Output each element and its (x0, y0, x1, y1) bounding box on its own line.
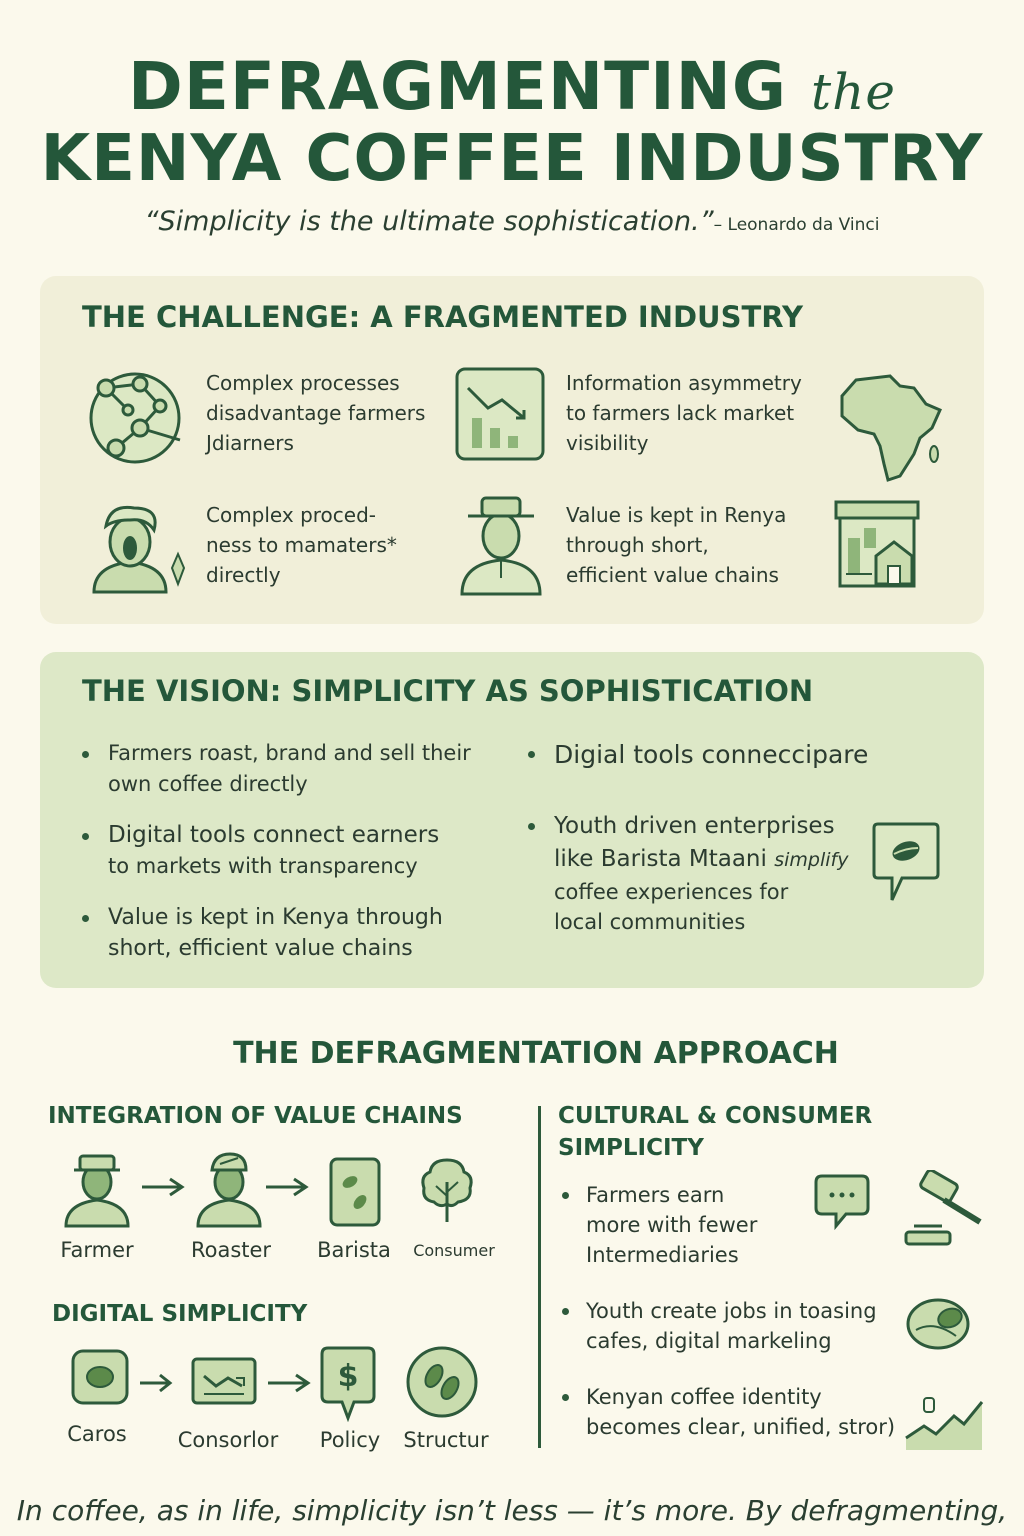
list-item: Digial tools conneccipare (526, 738, 886, 772)
column-divider (538, 1106, 541, 1448)
challenge-item-line: Jdiarners (206, 431, 294, 455)
dollar-chat-icon: $ (320, 1346, 376, 1422)
list-item-line: to markets with transparency (108, 854, 418, 878)
digital-step-label: Policy (319, 1428, 381, 1452)
cultural-title: CULTURAL & CONSUMER SIMPLICITY (558, 1100, 872, 1164)
list-item-line: becomes clear, unified, stror) (586, 1415, 896, 1439)
vision-right-list: Digial tools conneccipare Youth driven e… (526, 738, 886, 937)
chat-bubble-icon (814, 1174, 870, 1230)
challenge-item-line: visibility (566, 431, 649, 455)
list-item: Digital tools connect earners to markets… (80, 820, 500, 882)
list-item: Farmers earn more with fewer Intermediar… (558, 1180, 757, 1270)
challenge-item-line: Complex proced- (206, 503, 377, 527)
challenge-item-line: directly (206, 563, 281, 587)
farmer-icon (64, 1154, 130, 1228)
challenge-item-line: ness to mamaters* (206, 533, 397, 557)
list-item: Farmers roast, brand and sell their own … (80, 738, 500, 800)
quote-author: – Leonardo da Vinci (713, 215, 880, 235)
challenge-item-line: through short, (566, 533, 709, 557)
list-item-line: short, efficient value chains (108, 936, 413, 961)
trend-icon (191, 1357, 257, 1405)
person-icon (92, 505, 186, 594)
challenge-item-line: to farmers lack market (566, 401, 795, 425)
arrow-right-icon (266, 1177, 309, 1197)
footer-text: In coffee, as in life, simplicity isn’t … (16, 1494, 1008, 1527)
network-icon (89, 372, 181, 464)
challenge-item-4: Value is kept in Renya through short, ef… (566, 500, 786, 590)
list-item: Youth create jobs in toasing cafes, digi… (558, 1296, 877, 1356)
market-building-icon (834, 500, 920, 588)
title-main-word: DEFRAGMENTING (128, 48, 788, 125)
africa-map-icon (840, 374, 942, 482)
cultural-title-line: SIMPLICITY (558, 1135, 704, 1161)
coffee-bean-icon (906, 1298, 970, 1350)
title-line-1: DEFRAGMENTING the (0, 48, 1024, 125)
digital-simplicity-title: DIGITAL SIMPLICITY (52, 1301, 308, 1327)
digital-step-label: Caros (67, 1422, 127, 1446)
challenge-item-1: Complex processes disadvantage farmers J… (206, 368, 425, 458)
title-line-2: KENYA COFFEE INDUSTRY (40, 122, 984, 196)
list-item-line: like Barista Mtaani simplify (554, 843, 886, 877)
challenge-item-line: Information asymmetry (566, 371, 802, 395)
card-icon (71, 1349, 129, 1405)
arrow-right-icon (140, 1373, 173, 1393)
list-item-line: coffee experiences for (554, 880, 789, 904)
value-chain-step-label: Barista (317, 1238, 391, 1262)
challenge-item-line: efficient value chains (566, 563, 779, 587)
roaster-icon (196, 1152, 262, 1228)
challenge-item-line: Complex processes (206, 371, 400, 395)
list-item-line: Youth driven enterprises (554, 813, 835, 839)
farmer-hat-icon (460, 496, 542, 596)
list-item-line: Value is kept in Kenya through (108, 905, 443, 930)
title-the: the (811, 63, 896, 121)
vision-panel: THE VISION: SIMPLICITY AS SOPHISTICATION… (40, 652, 984, 988)
list-item-line: Farmers roast, brand and sell their (108, 741, 471, 765)
vision-left-list: Farmers roast, brand and sell their own … (80, 738, 500, 964)
list-item: Value is kept in Kenya through short, ef… (80, 902, 500, 964)
tree-icon (421, 1158, 473, 1222)
svg-text:$: $ (338, 1359, 359, 1394)
list-item-line: local communities (554, 910, 746, 934)
challenge-item-2: Information asymmetry to farmers lack ma… (566, 368, 802, 458)
list-item: Kenyan coffee identity becomes clear, un… (558, 1382, 895, 1442)
list-item-text: like Barista Mtaani (554, 846, 767, 872)
arrow-right-icon (142, 1177, 185, 1197)
approach-title: THE DEFRAGMENTATION APPROACH (233, 1036, 839, 1071)
value-chain-step-label: Consumer (413, 1241, 495, 1260)
declining-chart-icon (455, 367, 545, 461)
list-item-line: Intermediaries (586, 1243, 739, 1267)
list-item: Youth driven enterprises like Barista Mt… (526, 810, 886, 937)
list-item-line: Kenyan coffee identity (586, 1385, 822, 1409)
challenge-item-line: disadvantage farmers (206, 401, 426, 425)
list-item-emphasis: simplify (774, 849, 849, 871)
challenge-item-3: Complex proced- ness to mamaters* direct… (206, 500, 397, 590)
list-item-line: own coffee directly (108, 772, 308, 796)
list-item-line: Farmers earn (586, 1183, 725, 1207)
challenge-title: THE CHALLENGE: A FRAGMENTED INDUSTRY (82, 300, 804, 334)
arrow-right-icon (268, 1373, 311, 1393)
value-chain-step-label: Roaster (190, 1238, 272, 1262)
cultural-title-line: CULTURAL & CONSUMER (558, 1103, 873, 1129)
growth-chart-icon (905, 1397, 984, 1450)
list-item-line: more with fewer (586, 1213, 758, 1237)
quote: “Simplicity is the ultimate sophisticati… (0, 206, 1024, 237)
coffee-beans-card-icon (329, 1157, 381, 1227)
vision-title: THE VISION: SIMPLICITY AS SOPHISTICATION (82, 674, 814, 708)
value-chain-step-label: Farmer (60, 1238, 134, 1262)
list-item-line: Youth create jobs in toasing (586, 1299, 877, 1323)
gavel-icon (904, 1170, 982, 1246)
value-chains-title: INTEGRATION OF VALUE CHAINS (48, 1103, 463, 1129)
coffee-bean-chat-icon (872, 822, 940, 901)
list-item-line: Digital tools connect earners (108, 822, 440, 848)
list-item-line: cafes, digital markeling (586, 1329, 832, 1353)
list-item-line: Digial tools conneccipare (554, 740, 869, 769)
quote-text: “Simplicity is the ultimate sophisticati… (144, 206, 714, 237)
beans-circle-icon (406, 1346, 478, 1418)
digital-step-label: Structur (403, 1428, 489, 1452)
challenge-panel: THE CHALLENGE: A FRAGMENTED INDUSTRY Com… (40, 276, 984, 624)
challenge-item-line: Value is kept in Renya (566, 503, 787, 527)
digital-step-label: Consorlor (177, 1428, 279, 1452)
